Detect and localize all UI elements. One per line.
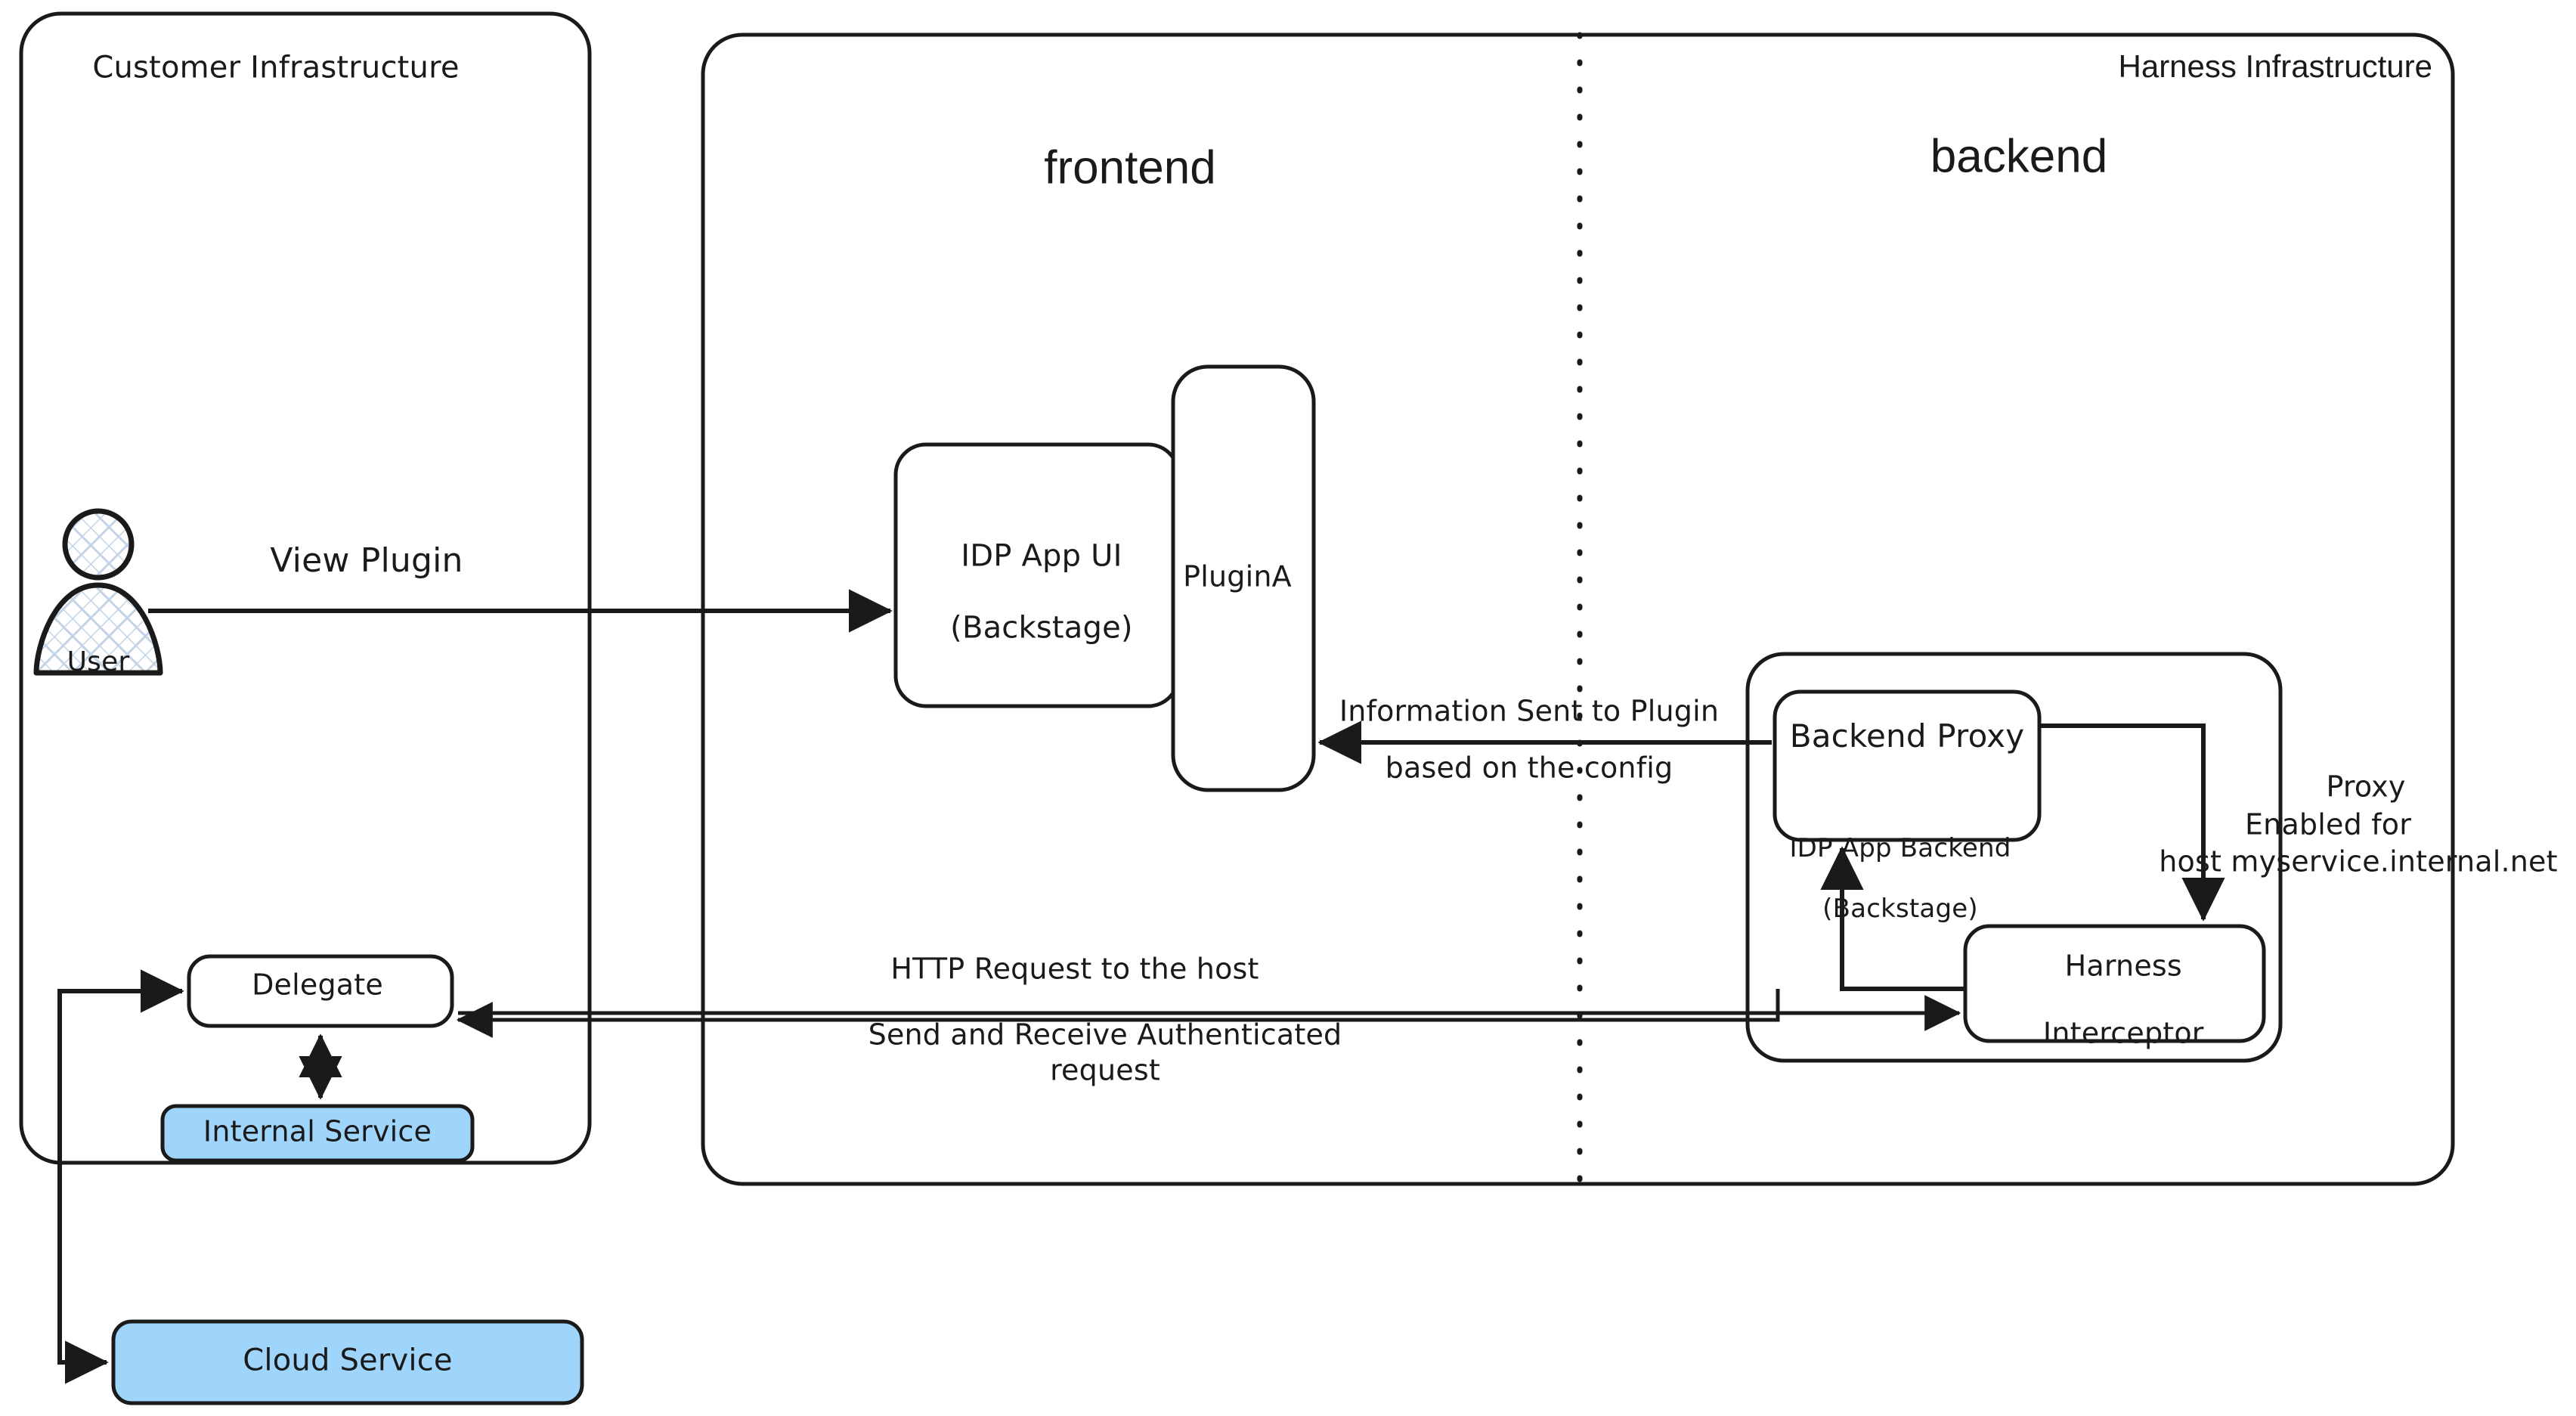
delegate-node[interactable] [187, 954, 454, 1028]
edge-interceptor-to-delegate [456, 989, 1780, 1038]
user-actor-icon [33, 508, 163, 676]
cloud-service-node[interactable] [111, 1319, 584, 1405]
plugin-a-node[interactable] [1171, 364, 1316, 792]
edge-delegate-to-cloud-service [57, 991, 109, 1384]
harness-interceptor-node[interactable] [1963, 924, 2266, 1043]
edge-backend-proxy-to-interceptor [2039, 723, 2225, 922]
customer-infrastructure-container [19, 11, 592, 1165]
idp-app-ui-node[interactable] [893, 442, 1181, 708]
backend-proxy-node[interactable] [1773, 689, 2042, 842]
edge-interceptor-to-backend-proxy [1820, 846, 1965, 991]
internal-service-node[interactable] [160, 1104, 475, 1163]
